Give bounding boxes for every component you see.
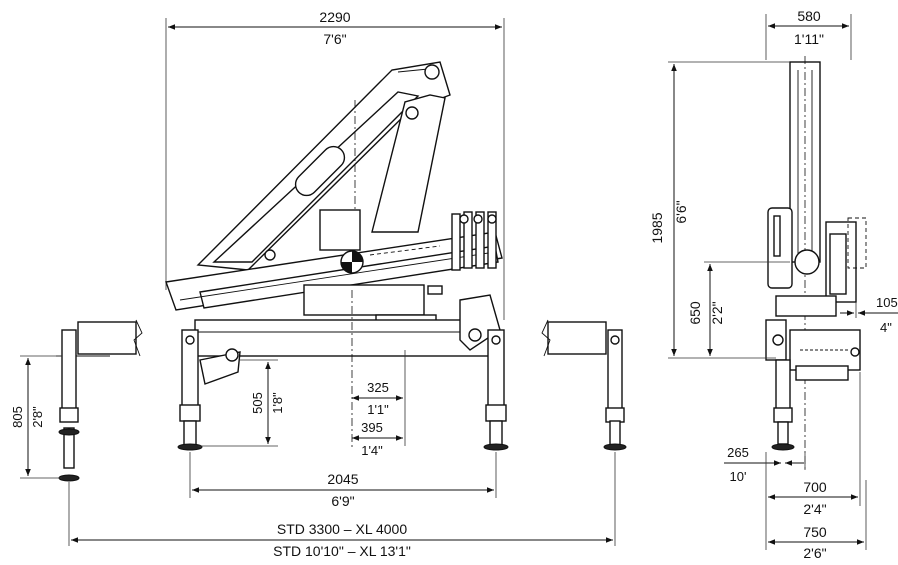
outrigger-span-ftin: STD 10'10" – XL 13'1" bbox=[273, 543, 411, 559]
side-view: 580 1'11" bbox=[649, 8, 898, 561]
left-outrigger bbox=[56, 319, 143, 482]
outrigger-span-mm: STD 3300 – XL 4000 bbox=[277, 521, 407, 537]
side-boom bbox=[765, 56, 867, 470]
column-width-ftin: 1'11" bbox=[794, 31, 824, 47]
mount-height-ftin: 2'2" bbox=[709, 301, 725, 324]
total-width-mm: 2290 bbox=[319, 9, 350, 25]
base-height-mm: 505 bbox=[250, 392, 265, 414]
overall-depth-mm: 750 bbox=[803, 524, 827, 540]
side-offset-ftin: 4" bbox=[880, 320, 892, 335]
foot-offset-ftin: 10' bbox=[730, 469, 747, 484]
left-stabilizer-leg bbox=[177, 329, 203, 451]
total-height-mm: 1985 bbox=[649, 212, 665, 243]
overall-depth-ftin: 2'6" bbox=[803, 545, 826, 561]
leg-spacing-mm: 2045 bbox=[327, 471, 358, 487]
offset-325-ftin: 1'1" bbox=[367, 402, 389, 417]
base-depth-ftin: 2'4" bbox=[803, 501, 826, 517]
offset-395-mm: 395 bbox=[361, 420, 383, 435]
stabilizer-height-ftin: 2'8" bbox=[30, 406, 45, 428]
stabilizer-height-mm: 805 bbox=[10, 406, 25, 428]
telescopic-arm bbox=[165, 211, 503, 311]
base-depth-mm: 700 bbox=[803, 479, 827, 495]
total-height-ftin: 6'6" bbox=[673, 200, 689, 223]
offset-395-ftin: 1'4" bbox=[361, 443, 383, 458]
foot-offset-mm: 265 bbox=[727, 445, 749, 460]
column-width-mm: 580 bbox=[797, 8, 821, 24]
mount-height-mm: 650 bbox=[687, 301, 703, 325]
front-view: 2290 7'6" 325 1'1" 395 1'4" 505 1'8" 805… bbox=[10, 9, 627, 559]
right-outrigger bbox=[541, 319, 627, 451]
leg-spacing-ftin: 6'9" bbox=[331, 493, 354, 509]
side-offset-mm: 105 bbox=[876, 295, 898, 310]
offset-325-mm: 325 bbox=[367, 380, 389, 395]
right-stabilizer-leg bbox=[483, 329, 509, 451]
base-height-ftin: 1'8" bbox=[270, 392, 285, 414]
total-width-ftin: 7'6" bbox=[323, 31, 346, 47]
crane-boom bbox=[196, 61, 451, 295]
crane-column bbox=[194, 209, 501, 385]
